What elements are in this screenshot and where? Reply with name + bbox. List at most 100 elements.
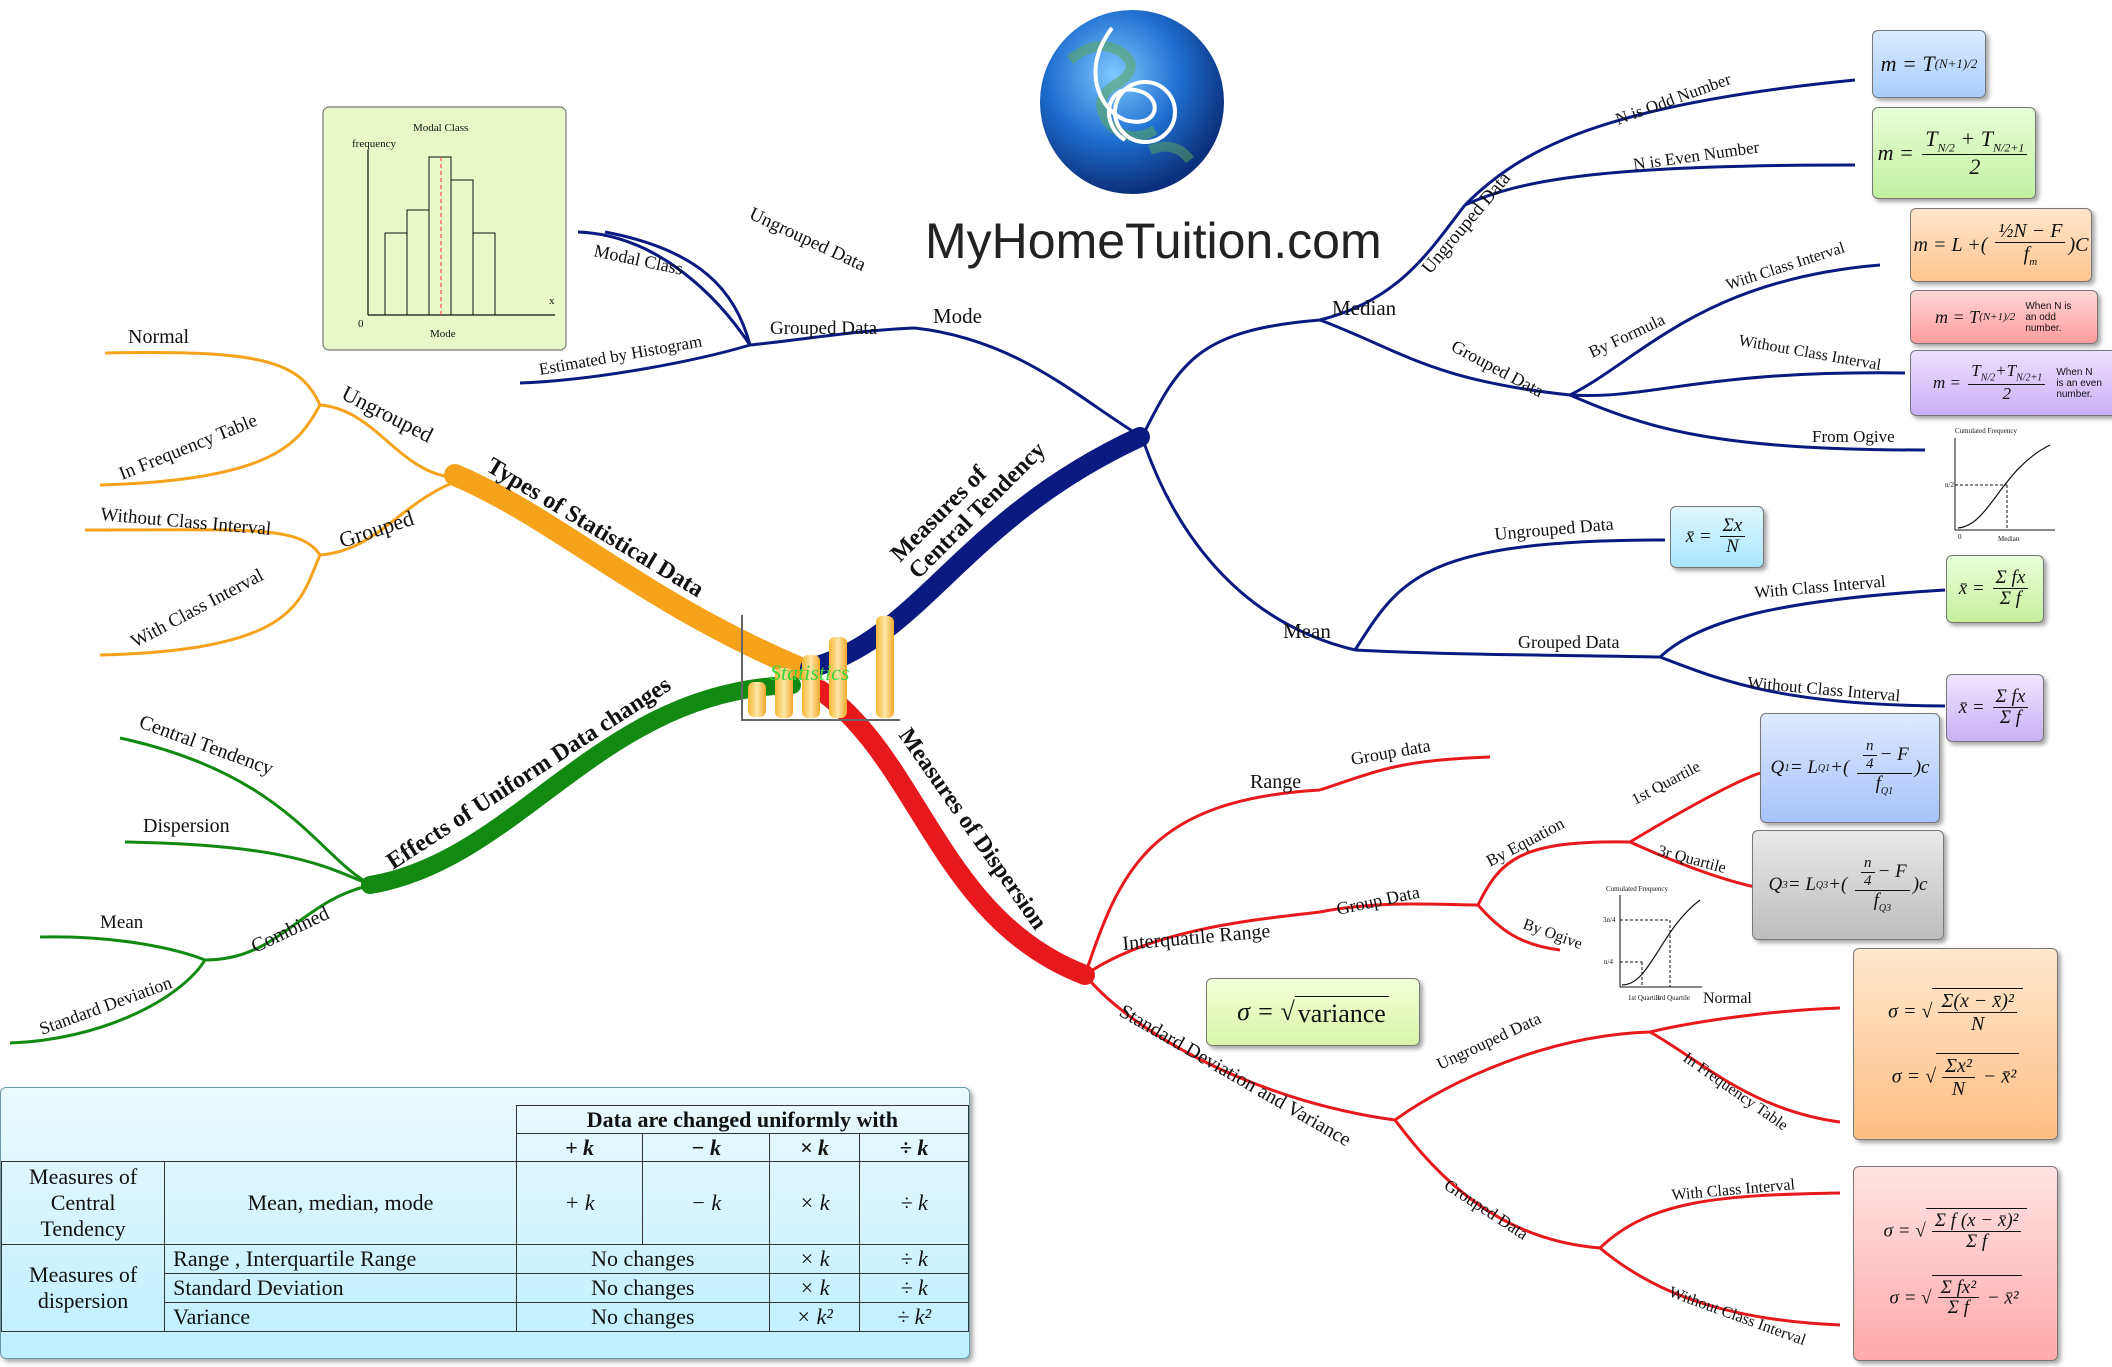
sigma-rhs: variance xyxy=(1294,995,1389,1029)
mean-ungrouped-data: Ungrouped Data xyxy=(1494,514,1615,544)
iqr-by-equation: By Equation xyxy=(1483,813,1568,870)
sd-grouped-data: Grouped Data xyxy=(1441,1175,1532,1243)
iqr-by-ogive: By Ogive xyxy=(1521,916,1585,953)
median-ogive-ylabel: Cumulated Frequency xyxy=(1955,427,2018,435)
sd-with-class-interval: With Class Interval xyxy=(1671,1176,1796,1204)
brand-name: MyHomeTuition.com xyxy=(925,213,1382,269)
median-without-class-interval: Without Class Interval xyxy=(1737,332,1883,374)
branch-types-thick xyxy=(444,464,811,679)
uniform-change-table-panel: Data are changed uniformly with + k − k … xyxy=(0,1087,970,1359)
center-statistics-icon: Statistics xyxy=(741,615,900,721)
iqr-label: Interquatile Range xyxy=(1122,920,1272,955)
table-cell: × k xyxy=(768,1273,861,1303)
median-ungrouped-data: Ungrouped Data xyxy=(1418,168,1516,279)
branch-label-types: Types of Statistical Data xyxy=(482,453,708,603)
histogram-xlabel: x xyxy=(549,295,555,307)
iqr-ogive-tick-lower: n/4 xyxy=(1604,958,1613,966)
table-cell: × k xyxy=(768,1244,861,1274)
table-cell: ÷ k xyxy=(859,1161,969,1245)
types-in-frequency-table: In Frequency Table xyxy=(116,410,260,485)
median-by-formula: By Formula xyxy=(1586,310,1668,362)
table-cell: ÷ k xyxy=(859,1244,969,1274)
iqr-ogive-q3: 3rd Quartile xyxy=(1656,994,1690,1002)
table-cell: + k xyxy=(515,1161,644,1245)
table-cell: No changes xyxy=(515,1273,770,1303)
branch-effects-thick xyxy=(361,676,801,894)
table-cell: No changes xyxy=(515,1244,770,1274)
types-grouped: Grouped xyxy=(336,505,417,553)
iqr-third-quartile: 3r Quartile xyxy=(1656,842,1728,876)
median-ogive-illustration: Cumulated Frequency n/2 0 Median xyxy=(1945,427,2055,543)
histogram-origin: 0 xyxy=(358,318,364,330)
median-odd-note: When N is an odd number. xyxy=(2025,300,2072,334)
table-row-variance-measure: Variance xyxy=(164,1302,517,1332)
table-op-subtract: − k xyxy=(642,1133,770,1162)
median-ogive-origin: 0 xyxy=(1958,533,1962,541)
formula-sigma-variance: σ = √variance xyxy=(1206,978,1420,1046)
formula-median-odd-note: m = T(N+1)/2 When N is an odd number. xyxy=(1910,290,2098,344)
median-with-class-interval: With Class Interval xyxy=(1724,239,1847,294)
histogram-illustration: Modal Class frequency x 0 Mode xyxy=(322,106,567,351)
iqr-ogive-tick-upper: 3n/4 xyxy=(1603,916,1616,924)
sd-normal: Normal xyxy=(1703,990,1752,1007)
effects-combined: Combined xyxy=(248,902,333,957)
table-cell: No changes xyxy=(515,1302,770,1332)
histogram-title: Modal Class xyxy=(413,122,468,134)
mean-grouped-data: Grouped Data xyxy=(1518,632,1619,652)
uniform-change-table: Data are changed uniformly with + k − k … xyxy=(0,1105,970,1332)
center-label: Statistics xyxy=(770,660,849,685)
sd-without-class-interval: Without Class Interval xyxy=(1667,1284,1809,1349)
effects-central-tendency: Central Tendency xyxy=(136,711,276,780)
types-normal: Normal xyxy=(128,326,190,348)
histogram-marker: Mode xyxy=(430,328,456,340)
mode-grouped-data: Grouped Data xyxy=(770,318,878,339)
brand-logo-globe xyxy=(1040,10,1224,194)
table-op-multiply: × k xyxy=(768,1133,861,1162)
table-row-dispersion-group: Measures of dispersion xyxy=(0,1244,166,1332)
table-cell: × k² xyxy=(768,1302,861,1332)
table-row-central-measure: Mean, median, mode xyxy=(164,1161,517,1245)
formula-median-odd: m = T(N+1)/2 xyxy=(1872,30,1986,98)
branch-central-thick xyxy=(800,427,1150,678)
median-ogive-marker: Median xyxy=(1998,535,2020,543)
table-row-range-measure: Range , Interquartile Range xyxy=(164,1244,517,1274)
types-with-class-interval: With Class Interval xyxy=(127,565,267,653)
iqr-ogive-ylabel: Cumulated Frequency xyxy=(1606,885,1669,893)
table-cell: ÷ k xyxy=(859,1273,969,1303)
table-cell: × k xyxy=(768,1161,861,1245)
effects-mean: Mean xyxy=(100,912,144,933)
table-op-add: + k xyxy=(515,1133,644,1162)
iqr-ogive-illustration: Cumulated Frequency 3n/4 n/4 1st Quartil… xyxy=(1603,885,1702,1002)
table-op-divide: ÷ k xyxy=(859,1133,969,1162)
sd-in-frequency-table: In Frequency Table xyxy=(1680,1049,1791,1134)
median-from-ogive: From Ogive xyxy=(1812,427,1895,446)
table-cell: − k xyxy=(642,1161,770,1245)
types-without-class-interval: Without Class Interval xyxy=(100,504,272,540)
table-row-central-group: Measures of Central Tendency xyxy=(0,1161,166,1245)
iqr-group-data: Group Data xyxy=(1335,882,1422,919)
table-header-title: Data are changed uniformly with xyxy=(515,1105,970,1134)
branch-dispersion-thick xyxy=(810,680,1095,985)
mean-label: Mean xyxy=(1283,619,1331,643)
effects-dispersion: Dispersion xyxy=(143,815,230,837)
range-label: Range xyxy=(1250,771,1301,793)
branch-label-effects: Effects of Uniform Data changes xyxy=(382,672,676,875)
iqr-first-quartile: 1st Quartile xyxy=(1629,758,1703,808)
histogram-ylabel: frequency xyxy=(352,138,396,150)
median-ogive-tick: n/2 xyxy=(1945,481,1954,489)
mode-ungrouped-data: Ungrouped Data xyxy=(746,203,870,276)
table-row-sd-measure: Standard Deviation xyxy=(164,1273,517,1303)
median-grouped-data: Grouped Data xyxy=(1448,336,1547,401)
median-label: Median xyxy=(1332,296,1397,320)
